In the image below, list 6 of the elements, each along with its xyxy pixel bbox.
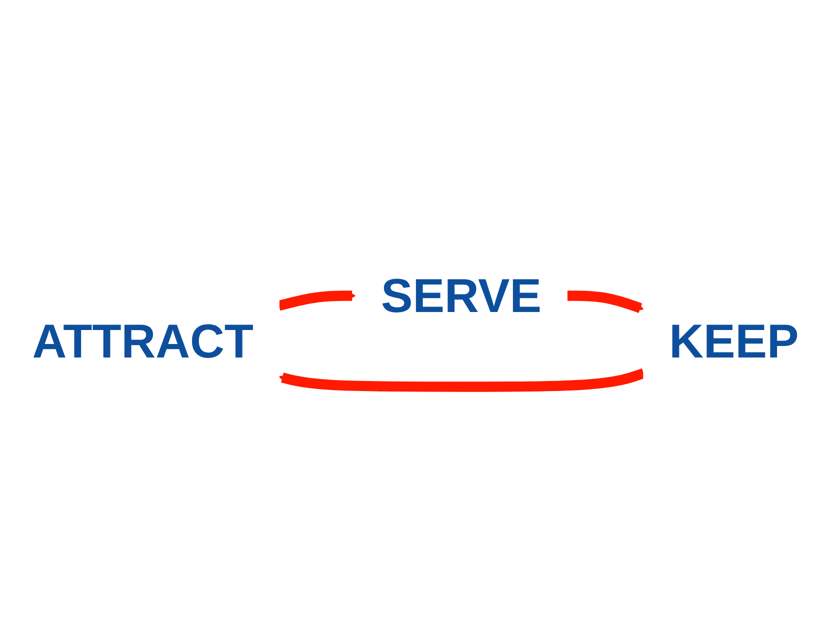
arrow — [567, 290, 644, 313]
node-text: KEEP — [669, 314, 799, 368]
arrow — [278, 368, 646, 392]
arrow — [278, 290, 356, 311]
node-text: ATTRACT — [32, 314, 254, 368]
node-text: SERVE — [381, 268, 542, 322]
